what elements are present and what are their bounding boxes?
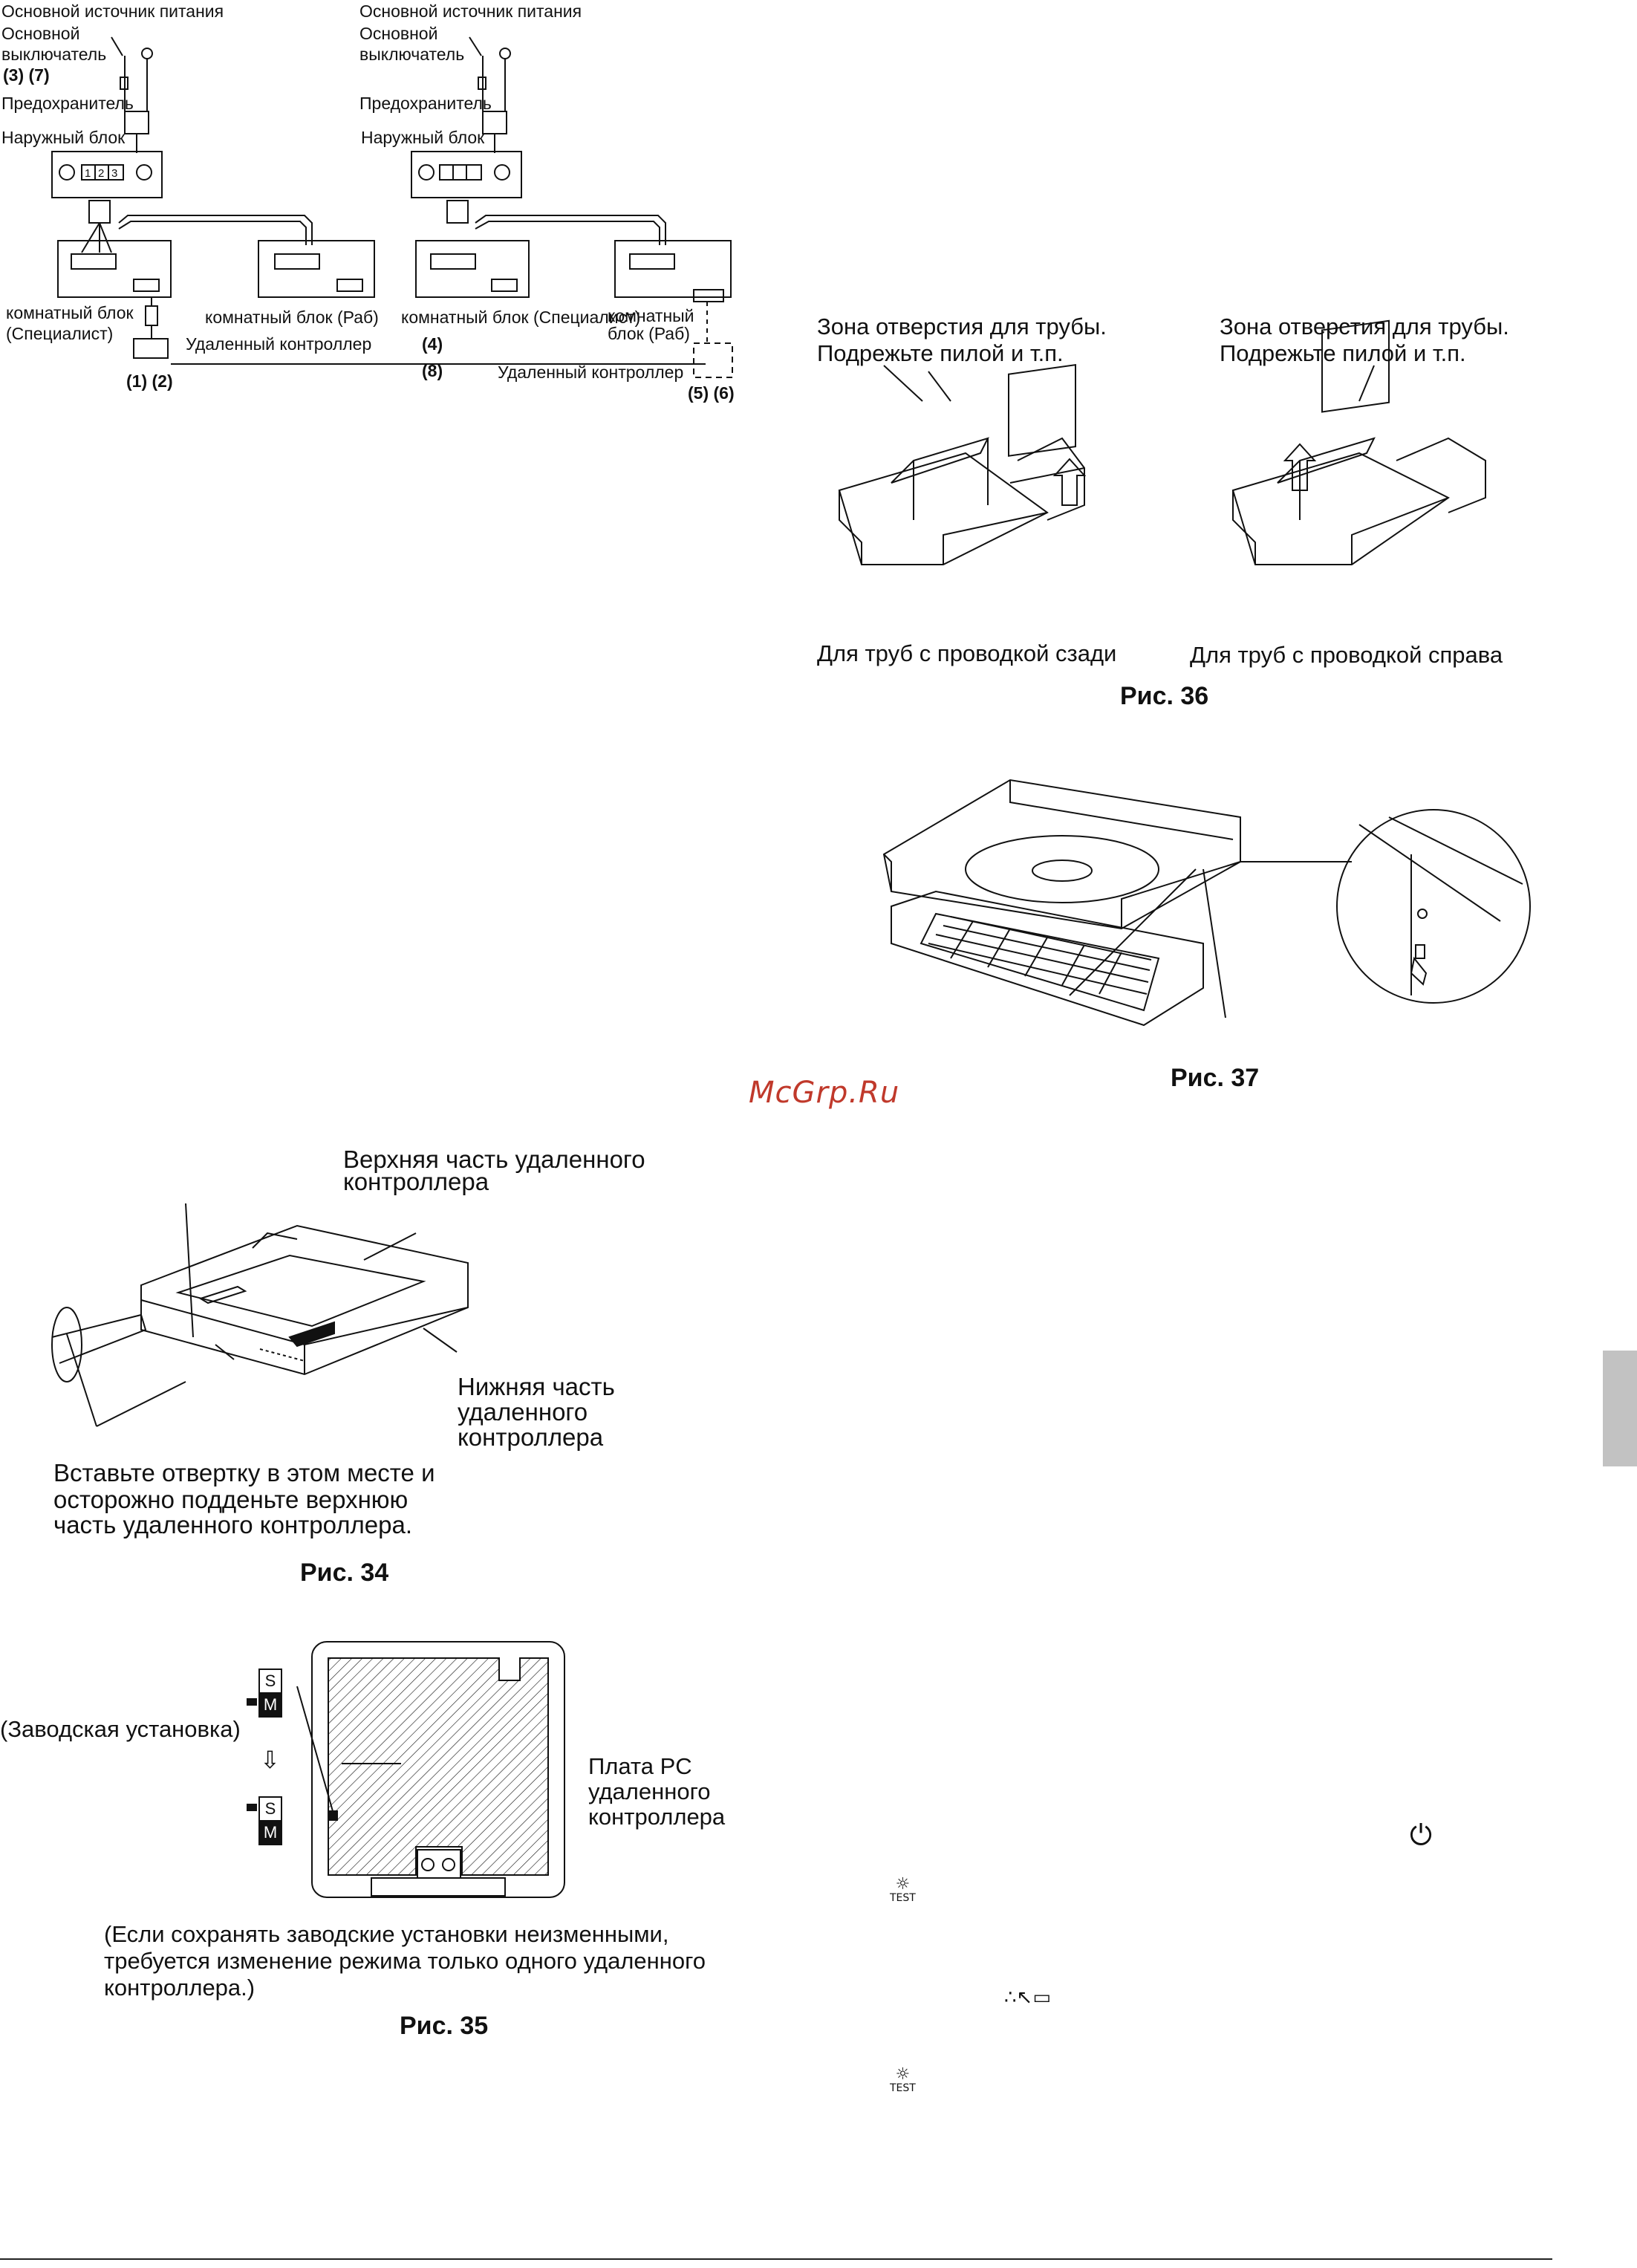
test-label: TEST <box>890 1892 916 1904</box>
screwdriver-instruction-2: осторожно подденьте верхнюю <box>53 1486 409 1513</box>
sun-icon: ☼ <box>895 1875 911 1894</box>
section-tab <box>1603 1351 1637 1466</box>
switch-knob <box>247 1698 257 1706</box>
main-switch-label: Основной <box>359 24 438 43</box>
test-icon: ☼ TEST <box>890 1875 916 1904</box>
main-power-label: Основной источник питания <box>1 1 224 21</box>
watermark: McGrp.Ru <box>749 1076 900 1110</box>
main-switch-label-2: выключатель <box>1 45 107 64</box>
remote-controller-open-illustration <box>52 1203 498 1426</box>
test-icon: ☼ TEST <box>890 2065 916 2094</box>
note-text: (Если сохранять заводские установки неиз… <box>104 1921 669 1947</box>
outdoor-unit-label: Наружный блок <box>1 128 126 147</box>
terminal-3: 3 <box>111 167 117 180</box>
indoor-specialist-label-2: (Специалист) <box>6 324 114 343</box>
remote-pcb-illustration <box>253 1642 564 1894</box>
remote-controller-label: Удаленный контроллер <box>186 334 372 354</box>
indoor-work-label-2: блок (Раб) <box>608 324 690 343</box>
ref-label: (1) (2) <box>126 371 173 391</box>
switch-m: M <box>258 1820 282 1845</box>
remote-bottom-part-label-2: удаленного <box>458 1398 588 1426</box>
note-text-2: требуется изменение режима только одного… <box>104 1948 706 1974</box>
outdoor-unit-label: Наружный блок <box>361 128 485 147</box>
pcb-label: Плата PC <box>588 1753 692 1779</box>
pipe-zone-label: Зона отверстия для трубы. <box>817 313 1107 339</box>
ref-label: (5) (6) <box>688 383 735 403</box>
fuse-label: Предохранитель <box>359 94 492 113</box>
caption-rear-piping: Для труб с проводкой сзади <box>817 640 1117 666</box>
main-switch-label-2: выключатель <box>359 45 465 64</box>
remote-bottom-part-label-3: контроллера <box>458 1423 604 1451</box>
cassette-unit-illustration <box>876 773 1530 1040</box>
pcb-label-3: контроллера <box>588 1804 726 1830</box>
fuse-label: Предохранитель <box>1 94 134 113</box>
note-text-3: контроллера.) <box>104 1975 256 2001</box>
fan-direction-icon: ∴↖▭ <box>1004 1986 1051 2009</box>
figure-title: Рис. 35 <box>400 2012 489 2040</box>
figure-title: Рис. 34 <box>300 1559 389 1587</box>
main-power-label: Основной источник питания <box>359 1 582 21</box>
screwdriver-instruction: Вставьте отвертку в этом месте и <box>53 1459 435 1486</box>
pipe-zone-label-2: Подрежьте пилой и т.п. <box>1220 340 1466 366</box>
remote-top-part-label-2: контроллера <box>343 1168 489 1195</box>
remote-controller-label: Удаленный контроллер <box>498 363 684 382</box>
pcb-label-2: удаленного <box>588 1778 711 1804</box>
terminal-1: 1 <box>85 167 91 180</box>
footer-divider <box>0 2258 1552 2260</box>
ref-label: (8) <box>422 361 443 380</box>
indoor-specialist-label: комнатный блок <box>6 303 134 322</box>
pipe-zone-label: Зона отверстия для трубы. <box>1220 313 1509 339</box>
indoor-work-label: комнатный блок (Раб) <box>205 308 379 327</box>
arrow-down-icon: ⇩ <box>260 1746 280 1774</box>
ref-label: (4) <box>422 334 443 354</box>
switch-m: M <box>258 1692 282 1718</box>
main-switch-label: Основной <box>1 24 80 43</box>
test-label: TEST <box>890 2082 916 2094</box>
caption-right-piping: Для труб с проводкой справа <box>1190 642 1503 668</box>
wiring-lines-left: 1 2 3 <box>0 0 750 401</box>
ref-label: (3) (7) <box>3 65 50 85</box>
switch-s: S <box>258 1796 282 1822</box>
switch-s: S <box>258 1668 282 1694</box>
indoor-work-label: комнатный <box>608 306 694 325</box>
remote-top-part-label: Верхняя часть удаленного <box>343 1146 645 1173</box>
figure-title: Рис. 37 <box>1171 1064 1260 1092</box>
screwdriver-instruction-3: часть удаленного контроллера. <box>53 1511 412 1538</box>
terminal-2: 2 <box>98 167 104 180</box>
pipe-cut-illustrations <box>817 371 1560 639</box>
remote-bottom-part-label: Нижняя часть <box>458 1373 615 1400</box>
indoor-specialist-label: комнатный блок (Специалист) <box>401 308 641 327</box>
figure-title: Рис. 36 <box>1120 682 1209 710</box>
factory-setting-label: (Заводская установка) <box>0 1716 241 1742</box>
sun-icon: ☼ <box>895 2065 911 2084</box>
power-icon: ⏻ <box>1410 1819 1433 1851</box>
switch-knob <box>247 1804 257 1811</box>
wiring-lines-right <box>0 0 750 401</box>
pipe-zone-label-2: Подрежьте пилой и т.п. <box>817 340 1064 366</box>
